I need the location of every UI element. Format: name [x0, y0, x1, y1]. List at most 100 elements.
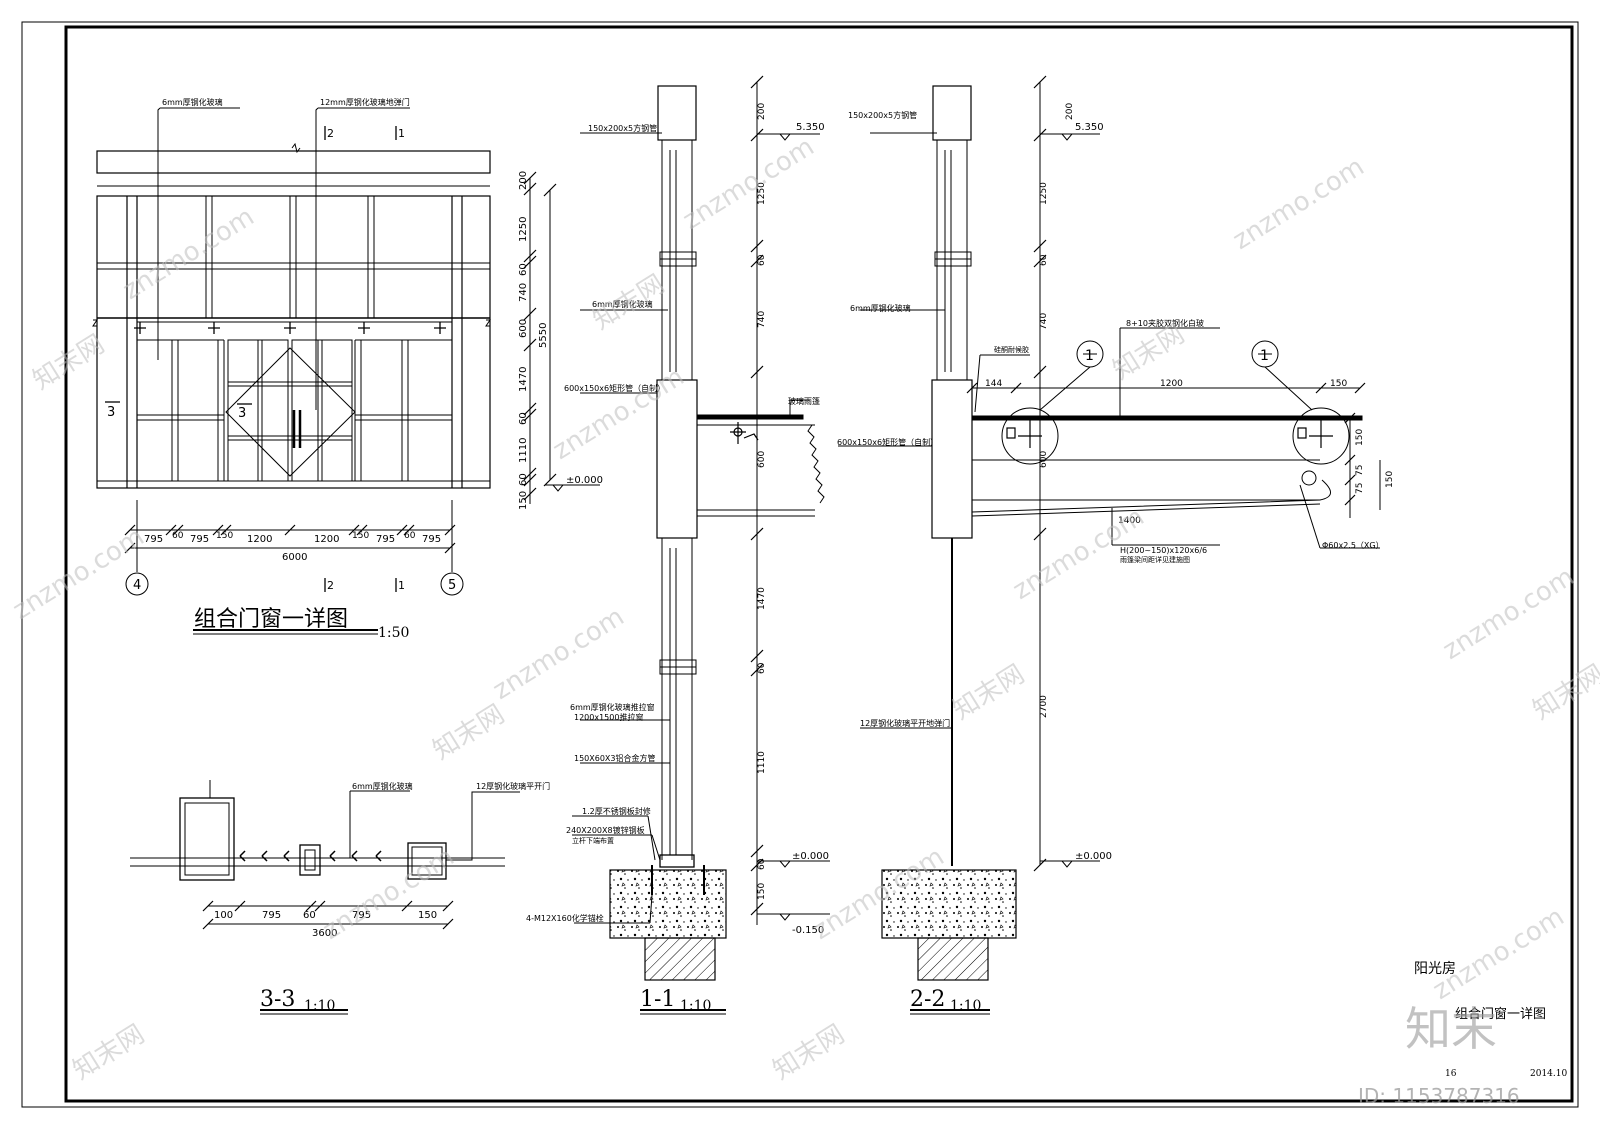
- section-3-3-labels: 6mm厚钢化玻璃 12厚钢化玻璃平开门 100 795 60 795 150 3…: [214, 781, 550, 1014]
- s11-dim: 60: [757, 254, 767, 266]
- elev-dim-v: 60: [518, 473, 529, 486]
- s11-scale: 1:10: [680, 998, 711, 1014]
- elevation-scale: 1:50: [378, 625, 409, 641]
- elev-dim-v: 1470: [518, 367, 529, 392]
- svg-text:znzmo.com: znzmo.com: [118, 202, 260, 306]
- section-mark-3-left: 3: [107, 405, 115, 420]
- s33-total: 3600: [312, 928, 337, 939]
- s33-glass-label: 6mm厚钢化玻璃: [352, 781, 413, 791]
- project-name: 阳光房: [1414, 961, 1456, 977]
- drawing-name: 组合门窗一详图: [1455, 1006, 1546, 1022]
- s22-level-top: 5.350: [1075, 122, 1104, 133]
- s11-window-label-1: 6mm厚钢化玻璃推拉窗: [570, 702, 655, 712]
- s22-steel-h-1: H(200~150)x120x6/6: [1120, 546, 1207, 555]
- s11-title: 1-1: [640, 987, 675, 1012]
- svg-text:znzmo.com: znzmo.com: [488, 602, 630, 706]
- s11-dim: 600: [757, 451, 767, 468]
- s22-dim-r150a: 150: [1355, 429, 1365, 446]
- s11-dim: 740: [757, 311, 767, 328]
- section-1-1-drawing: [572, 75, 830, 1015]
- svg-text:知末网: 知末网: [588, 269, 670, 336]
- s11-anchor: 4-M12X160化学锚栓: [526, 913, 604, 923]
- s22-dim: 2700: [1039, 695, 1049, 718]
- elev-dim-v: 60: [518, 263, 529, 276]
- svg-text:znzmo.com: znzmo.com: [318, 842, 460, 946]
- s22-level-zero: ±0.000: [1075, 851, 1112, 862]
- s11-dim: 1470: [757, 587, 767, 610]
- svg-text:知末网: 知末网: [768, 1019, 850, 1086]
- title-block: 阳光房 组合门窗一详图 16 2014.10: [1414, 961, 1567, 1079]
- svg-text:知末网: 知末网: [68, 1019, 150, 1086]
- elev-dim-h: 1200: [247, 534, 272, 545]
- s22-dim: 740: [1039, 313, 1049, 330]
- elev-dim-h: 60: [404, 531, 416, 541]
- s11-dim: 150: [757, 883, 767, 900]
- elev-dim-h: 1200: [314, 534, 339, 545]
- s11-dim: 1250: [757, 182, 767, 205]
- svg-text:znzmo.com: znzmo.com: [678, 132, 820, 236]
- s33-dim: 100: [214, 910, 233, 921]
- elev-door-label: 12mm厚钢化玻璃地弹门: [320, 97, 410, 107]
- s11-dim: 60: [757, 662, 767, 674]
- s11-alum-label: 150X60X3铝合金方管: [574, 753, 656, 763]
- elev-total-width: 6000: [282, 552, 307, 563]
- s33-dim: 150: [418, 910, 437, 921]
- s22-dim-r75a: 75: [1355, 465, 1365, 476]
- s11-window-label-2: 1200x1500推拉窗: [574, 712, 643, 722]
- s22-laminated: 8+10夹胶双钢化白玻: [1126, 318, 1204, 328]
- s22-pipe: Φ60x2.5（XG）: [1322, 541, 1384, 550]
- s22-steel-h-2: 雨篷梁间距详见建施图: [1120, 555, 1190, 564]
- section-mark-1-top: 1: [398, 127, 405, 140]
- svg-text:znzmo.com: znzmo.com: [548, 362, 690, 466]
- detail-callout-left: 1: [1085, 348, 1094, 364]
- elev-dim-h: 795: [144, 534, 163, 545]
- s22-scale: 1:10: [950, 998, 981, 1014]
- s22-dim-r150b: 150: [1385, 471, 1395, 488]
- s22-dim-r75b: 75: [1355, 483, 1365, 494]
- elev-dim-v: 1110: [518, 438, 529, 463]
- elev-dim-v: 740: [518, 283, 529, 302]
- s22-dim-1400: 1400: [1118, 516, 1141, 526]
- s33-dim: 60: [303, 910, 316, 921]
- s22-dim-1200: 1200: [1160, 379, 1183, 389]
- elev-total-height: 5550: [538, 323, 549, 348]
- watermark-id: ID: 1153787316: [1358, 1084, 1520, 1108]
- s33-title: 3-3: [260, 987, 295, 1012]
- s33-dim: 795: [352, 910, 371, 921]
- axis-label-left: 4: [133, 578, 141, 593]
- svg-text:znzmo.com: znzmo.com: [8, 522, 150, 626]
- elevation-drawing: [92, 107, 600, 635]
- drawing-date: 2014.10: [1530, 1069, 1567, 1079]
- s22-dim-144: 144: [985, 379, 1002, 389]
- s22-dim: 60: [1039, 254, 1049, 266]
- elev-dim-h: 795: [190, 534, 209, 545]
- s33-dim: 795: [262, 910, 281, 921]
- section-1-1-labels: 150x200x5方钢管 6mm厚钢化玻璃 600x150x6矩形管（自制） 玻…: [526, 103, 829, 1014]
- s22-dim-150: 150: [1330, 379, 1347, 389]
- s22-beam-label: 600x150x6矩形管（自制）: [837, 437, 938, 447]
- elev-dim-v: 200: [518, 171, 529, 190]
- s22-door: 12厚钢化玻璃平开地弹门: [860, 718, 950, 728]
- elev-dim-h: 795: [376, 534, 395, 545]
- axis-label-right: 5: [448, 578, 456, 593]
- s22-tube-label: 150x200x5方钢管: [848, 110, 917, 120]
- svg-text:znzmo.com: znzmo.com: [1228, 152, 1370, 256]
- s22-dim: 200: [1065, 103, 1075, 120]
- elev-dim-h: 150: [352, 531, 369, 541]
- section-3-3-drawing: [130, 780, 520, 1015]
- s11-steel-sheet: 1.2厚不锈钢板封修: [582, 806, 651, 816]
- s22-dim: 1250: [1039, 182, 1049, 205]
- section-mark-2-top: 2: [327, 127, 334, 140]
- s33-door-label: 12厚钢化玻璃平开门: [476, 781, 550, 791]
- s11-beam-label: 600x150x6矩形管（自制）: [564, 383, 665, 393]
- svg-text:知末网: 知末网: [948, 659, 1030, 726]
- s11-level-zero: ±0.000: [792, 851, 829, 862]
- elev-level: ±0.000: [566, 475, 603, 486]
- inner-border: [64, 25, 1574, 1103]
- s11-dim: 200: [757, 103, 767, 120]
- section-2-2-drawing: [838, 75, 1381, 1015]
- elevation-title: 组合门窗一详图: [194, 607, 348, 632]
- sheet-number: 16: [1445, 1069, 1457, 1079]
- svg-text:知末网: 知末网: [428, 699, 510, 766]
- s11-dim: 1110: [757, 751, 767, 774]
